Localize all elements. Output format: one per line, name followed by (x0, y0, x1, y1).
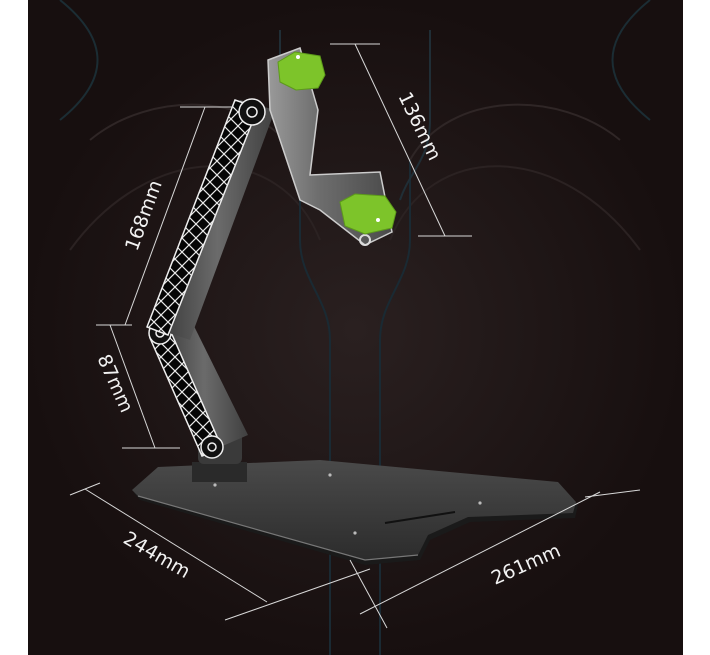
product-image: 136mm 168mm 87mm 244mm 261mm (28, 0, 683, 655)
stand-base (132, 460, 578, 565)
grip-pad-top (277, 51, 326, 91)
upper-arm (146, 98, 275, 340)
grip-pad-bottom (339, 193, 397, 235)
product-illustration: 136mm 168mm 87mm 244mm 261mm (28, 0, 683, 655)
dimension-lines (69, 43, 641, 629)
brand-engraving (384, 511, 456, 524)
